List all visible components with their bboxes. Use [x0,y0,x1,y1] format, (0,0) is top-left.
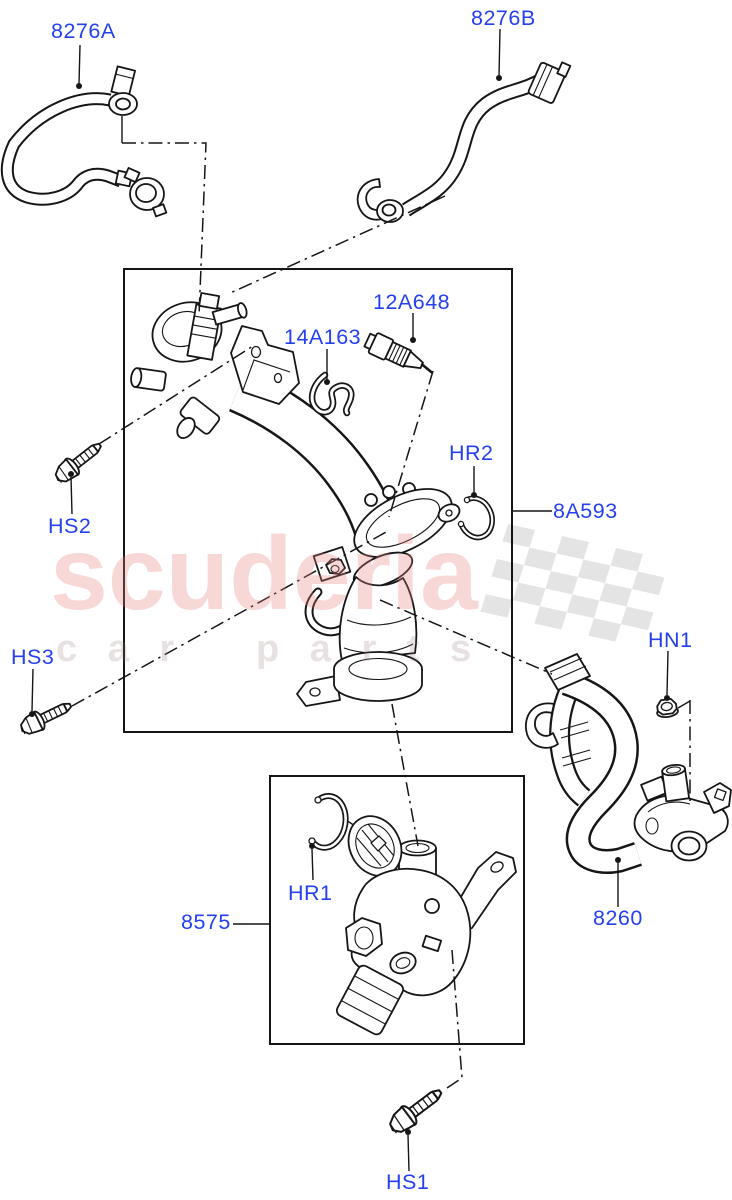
assembly-box-8a593 [123,268,513,733]
part-label-8575[interactable]: 8575 [181,910,231,934]
part-label-8a593[interactable]: 8A593 [553,499,618,523]
bolt-hs2-drawing [49,436,107,488]
part-label-hr2[interactable]: HR2 [449,441,494,465]
hose-8276a-drawing [0,65,168,218]
sensor-12a648-drawing [363,332,434,374]
thermostat-8575-drawing [335,815,517,1036]
part-label-hr1[interactable]: HR1 [288,881,333,905]
clip-14a163-drawing [308,371,355,417]
part-label-8276a[interactable]: 8276A [51,19,116,43]
part-label-hn1[interactable]: HN1 [648,628,693,652]
part-label-hs2[interactable]: HS2 [48,514,92,538]
assembly-box-8575 [269,775,525,1045]
label-leaders [29,28,670,1172]
part-label-hs3[interactable]: HS3 [11,645,55,669]
hose-8276b-drawing [356,61,572,223]
bolt-hs3-drawing [16,695,76,740]
part-label-8276b[interactable]: 8276B [471,6,536,30]
hose-hook-bracket [525,702,559,749]
hose-8260-drawing [525,653,732,874]
assembly-lines [71,116,691,1089]
flange-and-converter-drawing [296,482,461,707]
circlip-hr2-drawing [457,495,495,541]
circlip-hr1-drawing [308,793,371,851]
part-label-8260[interactable]: 8260 [593,906,643,930]
part-label-hs1[interactable]: HS1 [386,1170,430,1194]
part-label-14a163[interactable]: 14A163 [284,325,362,349]
part-label-12a648[interactable]: 12A648 [373,290,451,314]
nut-hn1-drawing [656,697,679,719]
checkered-flag-watermark [480,524,665,642]
housing-bracket [230,325,300,405]
bolt-hs1-drawing [383,1081,448,1139]
